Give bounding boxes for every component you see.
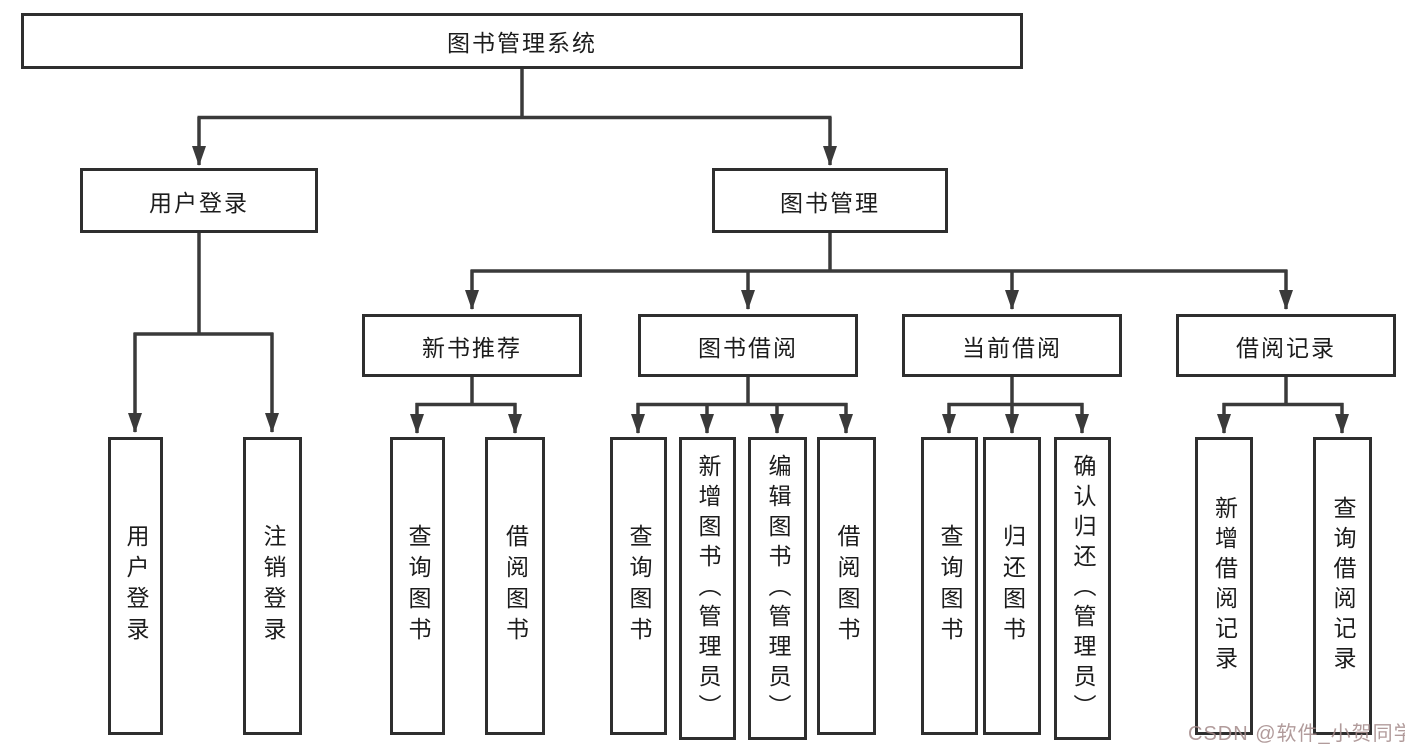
leaf-confirm-return-admin: 确认归还（管理员）	[1054, 437, 1111, 740]
node-user-login: 用户登录	[80, 168, 318, 233]
leaf-return-books: 归还图书	[983, 437, 1041, 735]
node-book-borrowing: 图书借阅	[638, 314, 858, 377]
node-new-book-recommendation: 新书推荐	[362, 314, 582, 377]
leaf-user-login: 用户登录	[108, 437, 163, 735]
leaf-query-books-3: 查询图书	[921, 437, 978, 735]
leaf-label: 编辑图书（管理员）	[765, 453, 791, 724]
leaf-logout-login: 注销登录	[243, 437, 302, 735]
leaf-query-books-2: 查询图书	[610, 437, 667, 735]
leaf-borrow-books-1: 借阅图书	[485, 437, 545, 735]
leaf-label: 查询图书	[405, 524, 431, 648]
leaf-label: 借阅图书	[834, 524, 860, 648]
leaf-add-borrow-record: 新增借阅记录	[1195, 437, 1253, 735]
leaf-edit-books-admin: 编辑图书（管理员）	[748, 437, 807, 740]
leaf-label: 确认归还（管理员）	[1070, 453, 1096, 724]
leaf-borrow-books-2: 借阅图书	[817, 437, 876, 735]
node-book-management: 图书管理	[712, 168, 948, 233]
leaf-label: 归还图书	[999, 524, 1026, 648]
leaf-label: 注销登录	[260, 524, 286, 648]
csdn-watermark: CSDN @软件_小贺同学	[1188, 723, 1405, 745]
leaf-label: 查询图书	[937, 524, 963, 648]
leaf-label: 查询图书	[626, 524, 652, 648]
node-borrowing-records: 借阅记录	[1176, 314, 1396, 377]
leaf-label: 新增图书（管理员）	[695, 453, 721, 724]
leaf-label: 新增借阅记录	[1211, 496, 1238, 676]
node-current-borrowing: 当前借阅	[902, 314, 1122, 377]
leaf-label: 借阅图书	[502, 524, 529, 648]
leaf-query-books-1: 查询图书	[390, 437, 445, 735]
leaf-add-books-admin: 新增图书（管理员）	[679, 437, 736, 740]
leaf-label: 用户登录	[123, 524, 149, 648]
leaf-query-borrow-record: 查询借阅记录	[1313, 437, 1372, 735]
node-library-management-system: 图书管理系统	[21, 13, 1023, 69]
leaf-label: 查询借阅记录	[1330, 496, 1356, 676]
